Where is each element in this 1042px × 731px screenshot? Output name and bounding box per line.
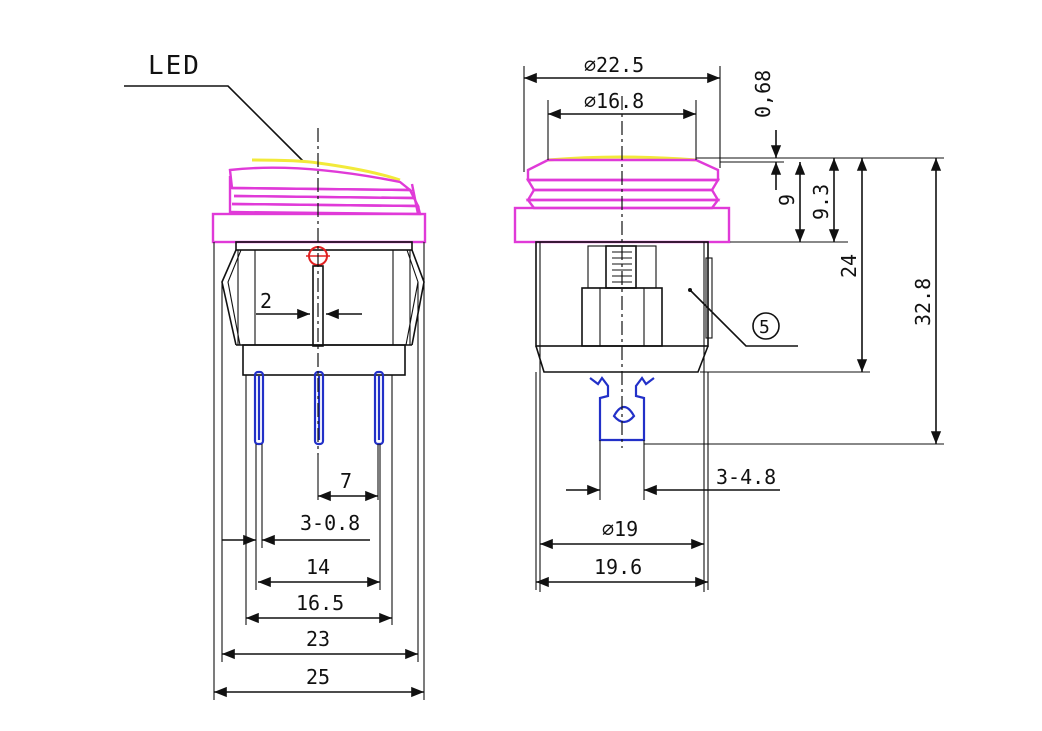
dim-terminal-width: 3-4.8 — [716, 465, 776, 489]
dim-bezel-diameter: ⌀22.5 — [584, 53, 644, 77]
callout-leader — [689, 289, 798, 347]
dim-pin-pitch: 7 — [340, 469, 352, 493]
led-cap-right — [547, 155, 697, 162]
dim-body-base: 16.5 — [296, 591, 344, 615]
callout-number: 5 — [759, 317, 770, 338]
led-label: LED — [148, 51, 201, 81]
pin-2 — [313, 370, 325, 446]
dim-pin-span: 14 — [306, 555, 330, 579]
dim-housing-diameter: ⌀19 — [602, 517, 638, 541]
pin-3 — [373, 370, 385, 446]
dim-button-diameter: ⌀16.8 — [584, 89, 644, 113]
callout-circle — [752, 312, 780, 340]
pin-1 — [253, 370, 265, 446]
dim-head-height: 9.3 — [809, 184, 833, 220]
dim-pin-width: 2 — [260, 289, 272, 313]
dim-overall-height: 32.8 — [911, 278, 935, 326]
dim-mount-width: 19.6 — [594, 555, 642, 579]
dim-pin-thickness: 3-0.8 — [300, 511, 360, 535]
terminal-pins — [253, 370, 385, 446]
dim-body-height: 24 — [837, 254, 861, 278]
dim-led-cap: 0,68 — [751, 70, 775, 118]
dim-body-width: 23 — [306, 627, 330, 651]
dim-bezel-height: 9 — [775, 194, 799, 206]
housing — [535, 241, 713, 373]
right-front-view: 5 ⌀22.5 ⌀16.8 0,68 9 9.3 24 — [513, 53, 944, 592]
dim-overall-width: 25 — [306, 665, 330, 689]
left-side-view: LED — [124, 51, 427, 700]
led-leader-line — [124, 85, 305, 163]
